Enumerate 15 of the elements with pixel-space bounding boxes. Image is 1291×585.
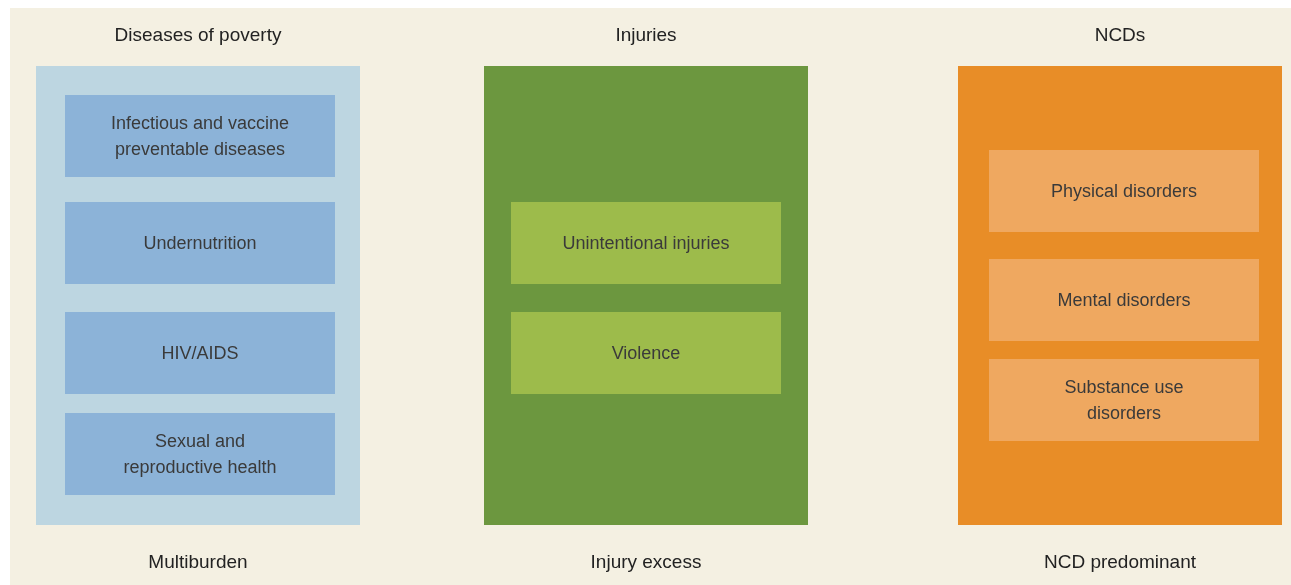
category-box: Substance use disorders <box>989 359 1259 441</box>
panel-heading: Diseases of poverty <box>114 24 282 46</box>
category-box: Violence <box>511 312 781 394</box>
category-box: Physical disorders <box>989 150 1259 232</box>
panel-heading: NCDs <box>1094 24 1146 46</box>
panel-caption: Injury excess <box>590 551 702 573</box>
panel-caption: Multiburden <box>148 551 248 573</box>
category-box: Mental disorders <box>989 259 1259 341</box>
category-box: HIV/AIDS <box>65 312 335 394</box>
category-box: Unintentional injuries <box>511 202 781 284</box>
category-box: Infectious and vaccine preventable diseases <box>65 95 335 177</box>
panel-heading: Injuries <box>615 24 677 46</box>
panel-caption: NCD predominant <box>1043 551 1197 573</box>
category-box: Sexual and reproductive health <box>65 413 335 495</box>
category-box: Undernutrition <box>65 202 335 284</box>
